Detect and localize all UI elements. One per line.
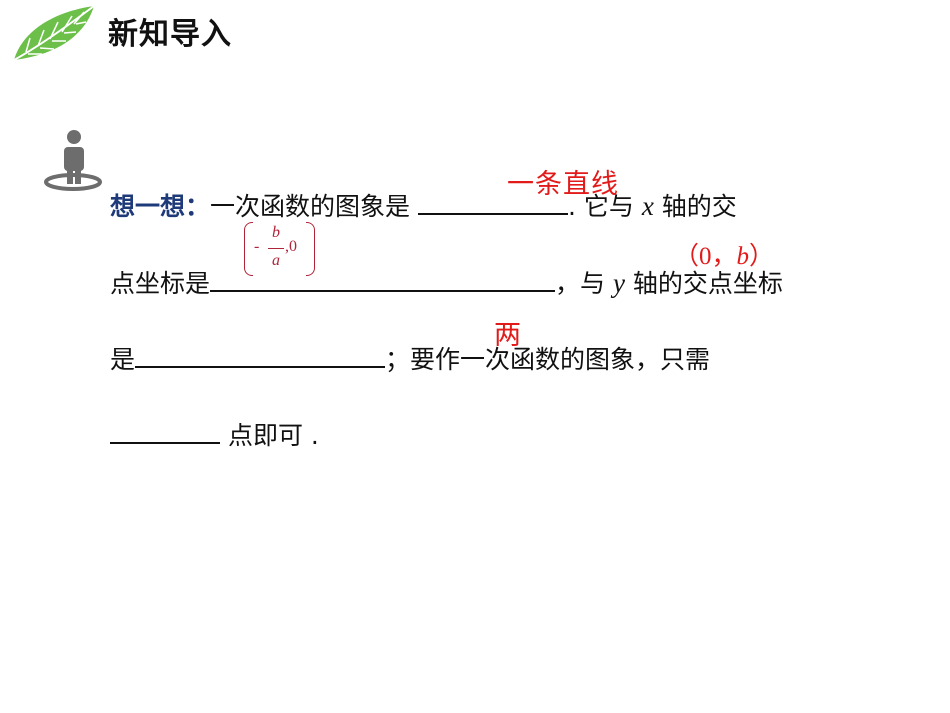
line2-text-a: 点坐标是 [110,269,211,298]
answer-3-open: （0， [674,243,737,270]
blank-4 [110,420,220,444]
line2-text-c: 轴的交点坐标 [632,269,783,298]
right-paren [306,222,315,276]
line3-text-b: ；要作一次函数的图象，只需 [385,345,711,374]
answer-3: （0，b） [674,244,774,269]
think-colon: ： [185,192,211,221]
fraction-bar [268,248,284,250]
var-x: x [641,191,654,221]
line3-text-a: 是 [110,345,136,374]
blank-1 [418,191,568,215]
line1-text-b: . 它与 [568,192,634,221]
answer-2-fraction: - b a ,0 [244,222,315,276]
question-line-4: 点即可 . [110,420,319,448]
person-icon [44,130,102,191]
answer-4: 两 [494,320,521,351]
line1-text-c: 轴的交 [661,192,737,221]
answer-1: 一条直线 [507,169,619,200]
left-paren [244,222,253,276]
question-line-2: 点坐标是 ，与 y 轴的交点坐标 [110,268,783,297]
fraction-numerator: b [272,224,280,241]
leaf-icon [13,5,95,61]
line1-text-a: 一次函数的图象是 [210,192,411,221]
question-line-3: 是 ；要作一次函数的图象，只需 [110,344,710,372]
question-line-1: 想一想：一次函数的图象是 . 它与 x 轴的交 [110,191,737,220]
fraction-minus: - [254,238,260,255]
blank-3 [135,344,386,368]
var-y: y [612,268,625,298]
answer-3-close: ） [749,243,775,270]
line2-text-b: ，与 [555,269,606,298]
page-title: 新知导入 [108,17,232,52]
fraction-denominator: a [272,252,280,269]
answer-3-var: b [736,243,750,270]
think-label: 想一想 [110,192,186,221]
line4-text-a: 点即可 . [227,421,319,450]
blank-2 [210,268,556,292]
fraction-rest: ,0 [285,238,297,255]
